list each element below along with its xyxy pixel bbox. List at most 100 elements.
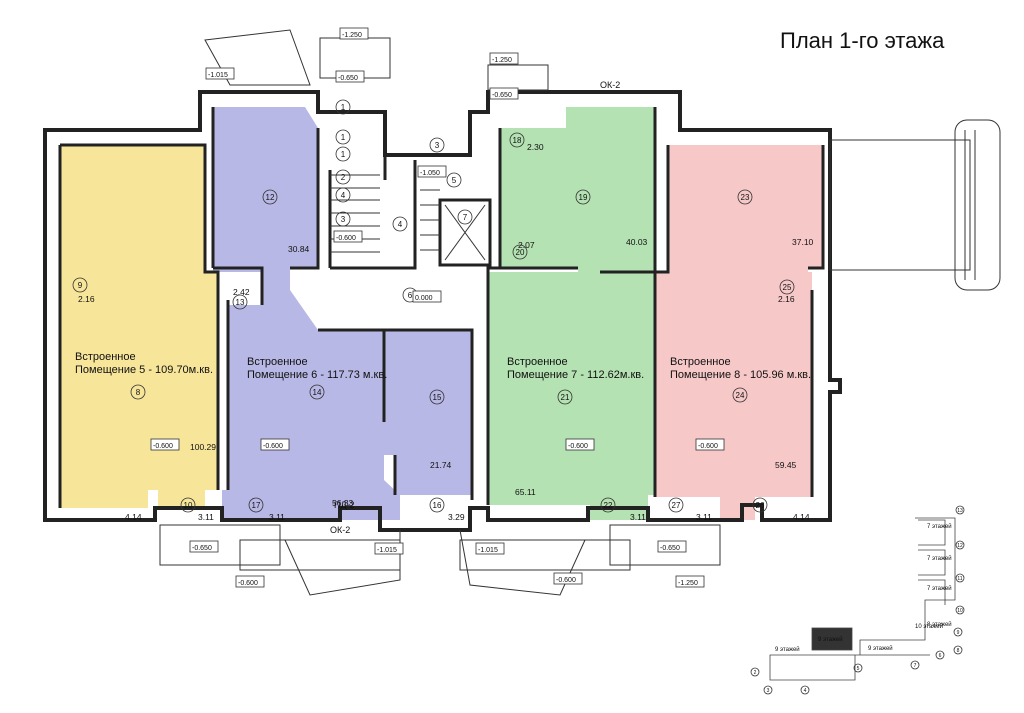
room-number-circle [512,244,528,260]
level-mark: -0.600 [153,443,173,450]
room-number: 1 [341,133,346,142]
key-plan-axis-circle [750,667,760,677]
room-number-circle [668,497,684,513]
room-number-circle [262,189,278,205]
key-plan-floors: 9 этажей [818,636,843,643]
level-mark-box [695,438,725,451]
room-area: 65.11 [515,487,536,497]
room-number: 10 [184,501,193,510]
key-plan-axis: 5 [857,666,860,672]
key-plan-axis-circle [955,573,965,583]
mark-ok2-top: ОК-2 [600,80,620,90]
level-mark: 0.000 [415,295,433,302]
room-area: 3.29 [448,512,465,522]
porch-left [159,524,281,566]
level-mark-box [489,87,519,100]
room-number: 13 [236,298,245,307]
page-title: План 1-го этажа [780,28,945,53]
level-mark: -1.250 [492,57,512,64]
level-mark-box [675,575,705,588]
level-mark-box [489,52,519,65]
room-number-circle [457,209,473,225]
wall-u5-inner [58,143,220,508]
room-area: 3.11 [198,512,214,522]
unit-caption-sub: Помещение 5 - 109.70м.кв. [75,364,213,376]
room-number-circle [575,189,591,205]
ramp-right [459,529,586,596]
unit-caption-sub: Помещение 6 - 117.73 м.кв. [247,369,387,381]
stair-core [330,174,486,261]
level-mark-box [189,540,219,553]
room-area: 56.33 [332,498,354,508]
room-number: 27 [672,501,681,510]
room-number-circle [335,169,351,185]
level-mark: -0.650 [338,75,358,82]
key-plan-axis: 4 [804,688,807,694]
level-mark-box [260,438,290,451]
key-plan-steps [918,519,946,605]
level-mark: -1.015 [208,72,228,79]
room-number-circle [72,277,88,293]
level-mark-box [657,540,687,553]
room-number-circle [732,387,748,403]
room-area: 2.16 [78,294,95,304]
room-number-circle [737,189,753,205]
room-number-circle [557,389,573,405]
room-number-circle [130,384,146,400]
unit-fills [60,107,823,520]
room-area: 21.74 [430,460,452,470]
room-number-circle [335,99,351,115]
room-number: 26 [756,501,765,510]
level-mark-box [412,290,442,303]
room-number-circle [600,497,616,513]
room-number: 15 [433,393,442,402]
unit-5-fill [60,145,218,508]
room-area: 2.07 [518,240,535,250]
room-number: 4 [341,191,346,200]
porch-right-2 [609,524,721,566]
room-number: 7 [463,213,468,222]
key-plan-axis-circle [953,645,963,655]
key-plan-floors: 10 этажей [915,623,943,630]
room-number-circle [335,146,351,162]
room-number: 1 [341,103,346,112]
unit-6-fill [213,107,472,520]
room-number-circle [335,211,351,227]
room-number: 25 [783,283,792,292]
key-plan-axis: 9 [957,630,960,636]
level-mark-box [150,438,180,451]
room-number: 17 [252,501,261,510]
key-plan-floors: 7 этажей [927,523,952,530]
room-area: 4.14 [793,512,810,522]
room-area: 2.42 [233,287,250,297]
unit-caption-name: Встроенное [75,351,136,363]
canopy-pillar [954,119,1001,291]
room-number-circle [752,497,768,513]
level-mark-box [335,70,365,83]
level-mark: -0.650 [192,545,212,552]
ramp-left [284,530,401,596]
room-area: 2.16 [778,294,795,304]
key-plan-axis-circle [910,660,920,670]
level-mark-box [374,542,404,555]
room-area: 2.30 [527,142,544,152]
lift-cross-2 [444,204,486,261]
room-area: 37.10 [792,237,814,247]
room-number-circle [232,294,248,310]
key-plan-axis-circle [935,650,945,660]
room-number: 8 [136,388,141,397]
room-number: 2 [341,173,346,182]
key-plan-axis-circle [853,663,863,673]
level-mark: -0.650 [660,545,680,552]
stair-flight [330,174,380,253]
level-mark-box [475,542,505,555]
room-area: 4.14 [125,512,142,522]
walls [43,90,842,532]
room-area: 3.11 [630,512,646,522]
key-plan-axis: 3 [767,688,770,694]
level-mark: -1.050 [420,170,440,177]
room-number: 6 [408,291,413,300]
level-mark: -0.600 [336,235,356,242]
room-number: 9 [78,281,83,290]
